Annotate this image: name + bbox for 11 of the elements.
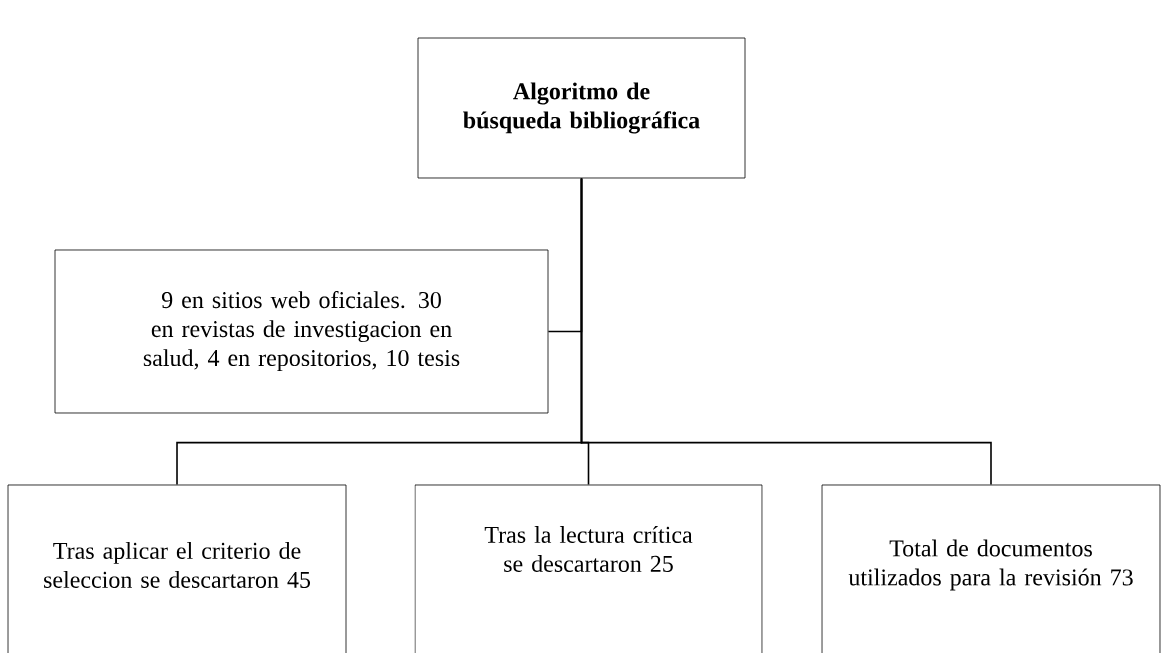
process-box — [414, 484, 763, 653]
title-box — [417, 37, 746, 179]
box-text: Algoritmo de búsqueda bibliográfica — [463, 82, 700, 134]
connector-line — [580, 177, 992, 486]
box-text: 9 en sitios web oficiales. 30 en revistas de investigacion en salud, 4 en repositorios, 10 tesis — [143, 291, 460, 371]
box-text: Tras la lectura crítica se descartaron 25 — [484, 526, 693, 572]
note-box — [54, 249, 549, 414]
box-text: Total de documentos utilizados para la revisión 73 — [848, 539, 1133, 591]
process-box — [7, 484, 347, 653]
process-box — [821, 484, 1161, 653]
box-text: Tras aplicar el criterio de seleccion se descartaron 45 — [44, 542, 310, 588]
